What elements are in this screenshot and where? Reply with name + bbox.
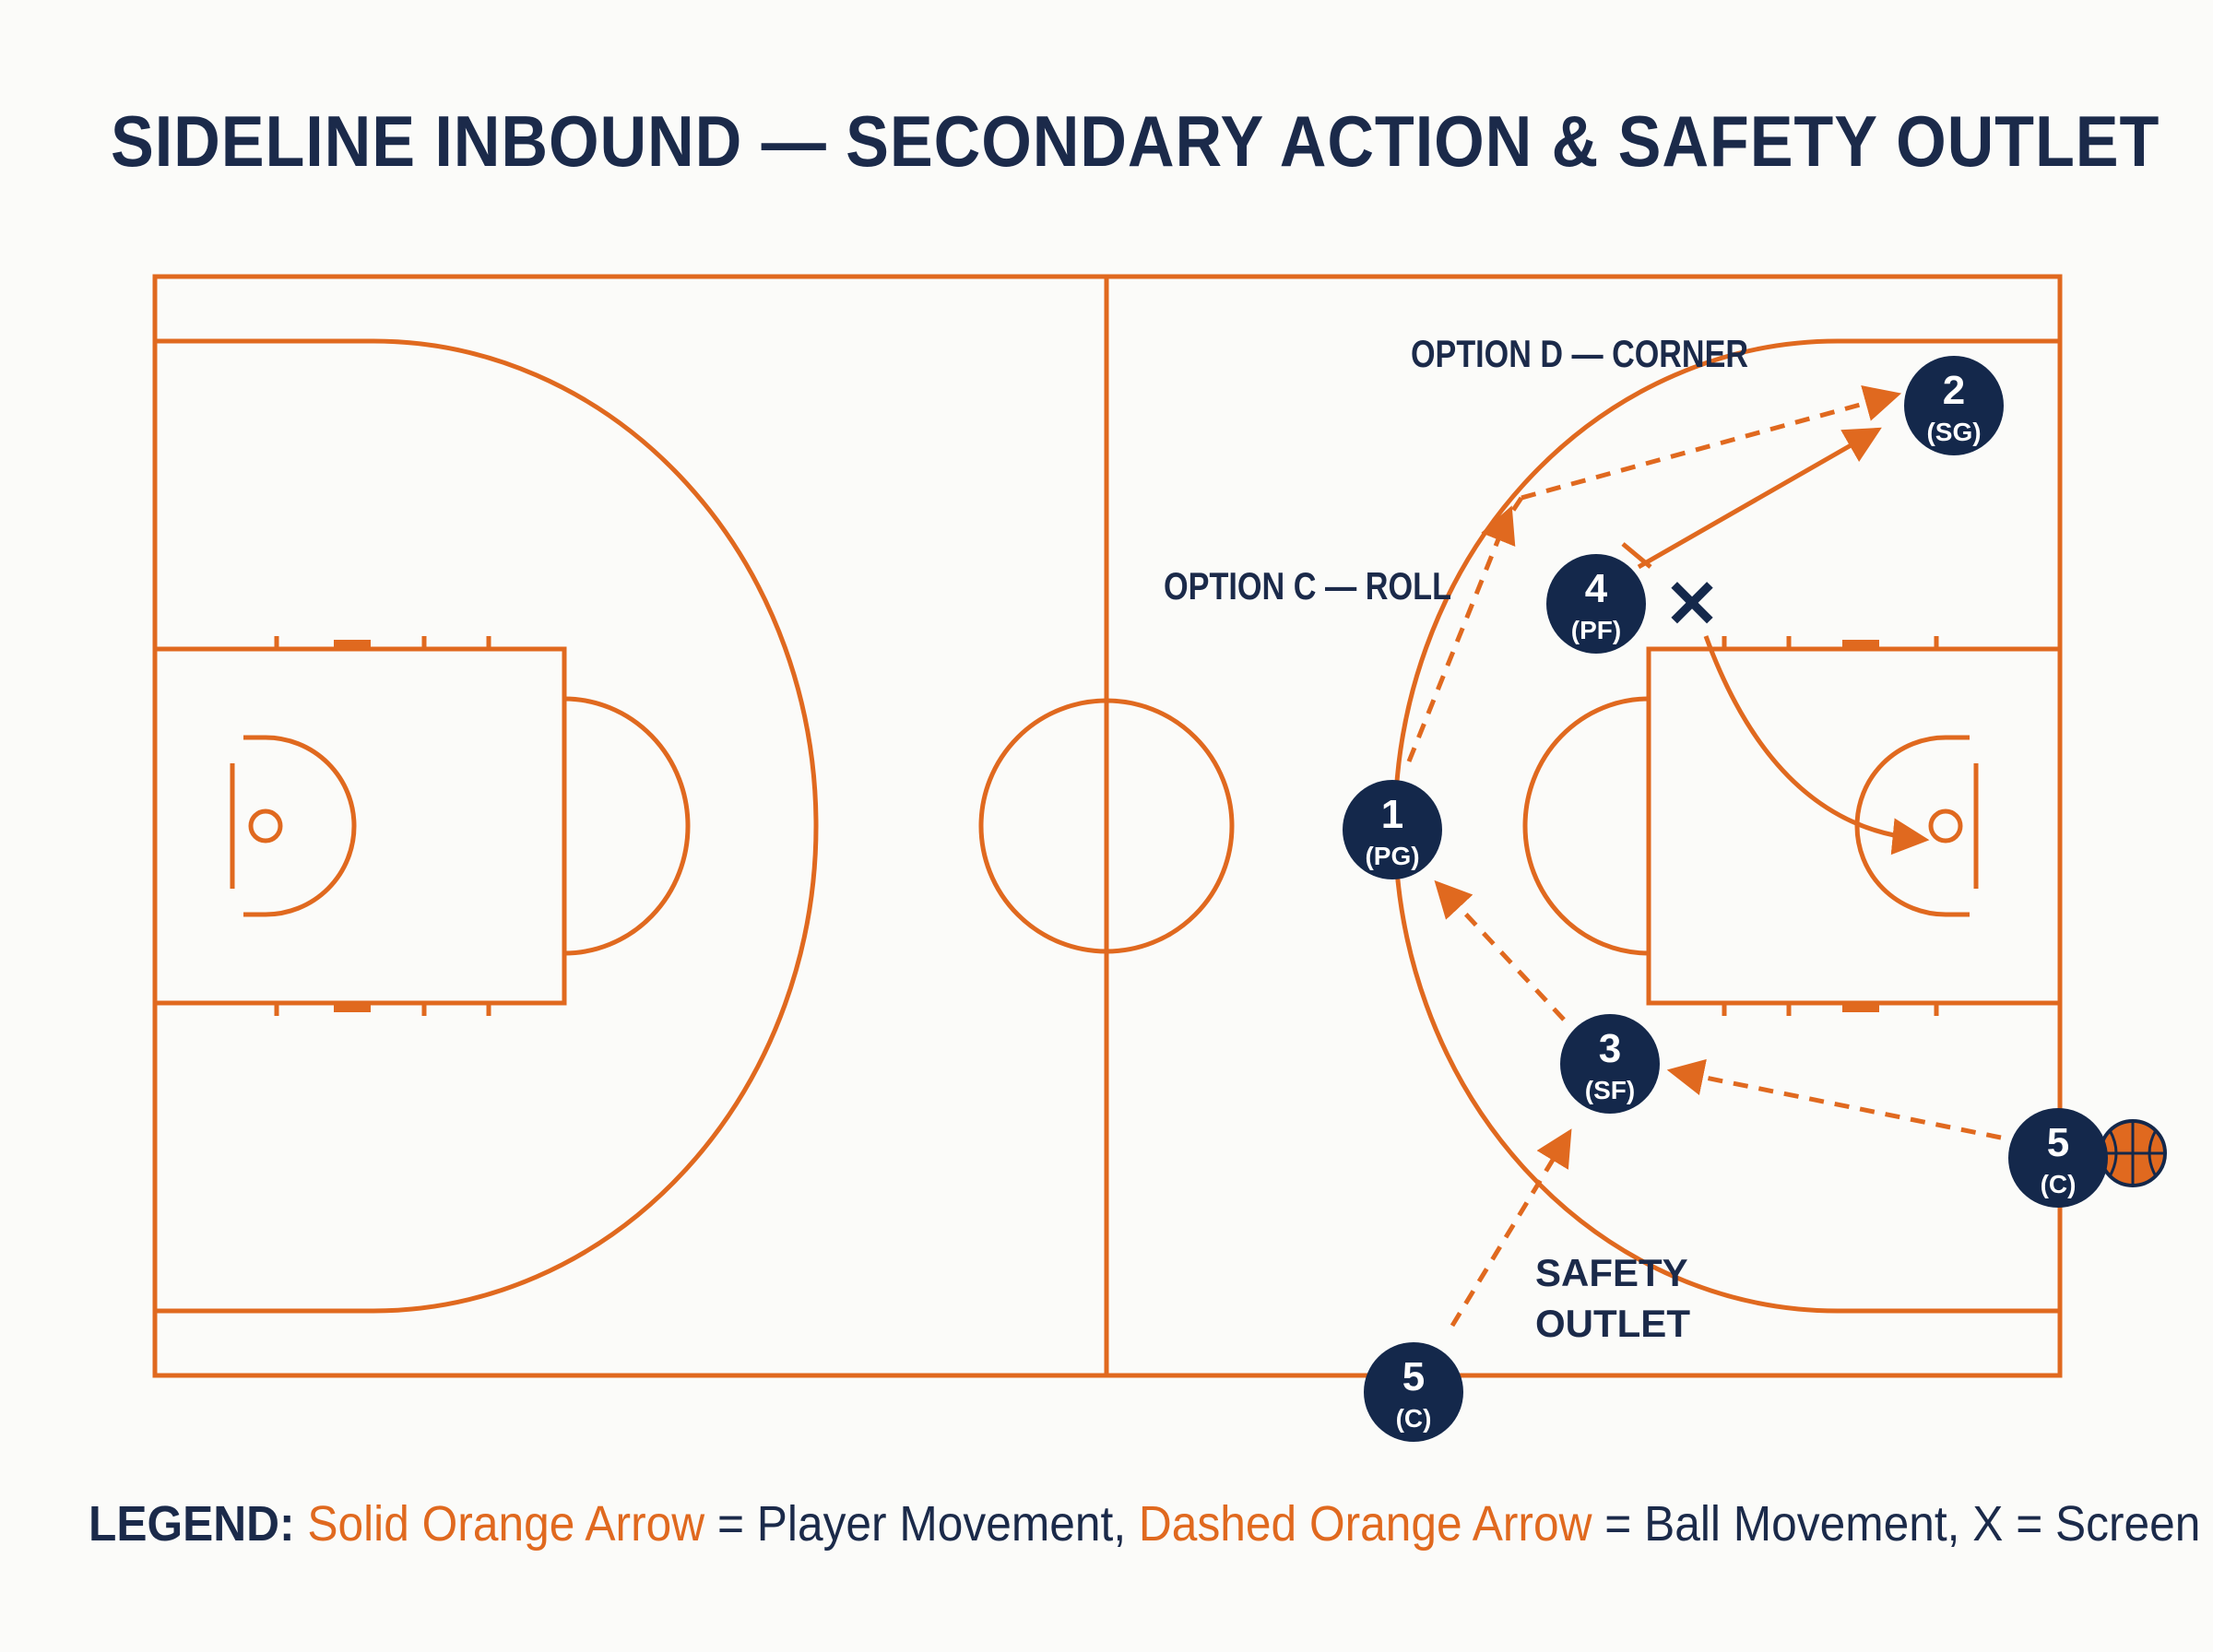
player-position: (PF): [1571, 616, 1621, 644]
legend-dashed-arrow: Dashed Orange Arrow: [1138, 1496, 1592, 1552]
lane-marks-left: [274, 636, 491, 1016]
player-5-safety: 5 (C): [1364, 1342, 1463, 1442]
inbound-pass-to-3: [1666, 1058, 2002, 1140]
legend-solid-meaning: = Player Movement,: [704, 1496, 1139, 1552]
player-position: (SG): [1926, 418, 1981, 446]
page-title: SIDELINE INBOUND — SECONDARY ACTION & SA…: [111, 100, 2160, 182]
player-number: 3: [1599, 1026, 1621, 1071]
option-d-label: OPTION D — CORNER: [1411, 332, 1748, 375]
restricted-arc-left: [243, 735, 357, 917]
pass-option-c-roll: [1406, 505, 1516, 762]
pass-option-d-start: [1509, 496, 1524, 513]
player-1: 1 (PG): [1343, 780, 1442, 879]
option-c-label: OPTION C — ROLL: [1164, 564, 1451, 608]
screen-tick: [1621, 542, 1652, 569]
player-number: 5: [1402, 1354, 1425, 1399]
player-number: 2: [1943, 368, 1965, 413]
player-movement-arrows: [1621, 427, 1930, 856]
player-number: 4: [1585, 566, 1608, 611]
hoop-left: [248, 808, 283, 844]
pass-safety-outlet: [1450, 1128, 1572, 1328]
pass-option-d-corner: [1521, 385, 1902, 501]
basketball-icon: [2099, 1119, 2167, 1187]
legend-title: LEGEND:: [89, 1496, 295, 1552]
paint-left: [152, 646, 567, 1006]
block-marks: [334, 640, 1879, 1012]
player-4: 4 (PF): [1546, 554, 1646, 654]
restricted-arc-right: [1854, 735, 1970, 917]
legend-dashed-meaning: = Ball Movement, X = Screen: [1592, 1496, 2201, 1552]
screen-mark: ✕: [1664, 568, 1720, 642]
player-5-inbounder: 5 (C): [2008, 1108, 2108, 1208]
safety-outlet-label-line2: OUTLET: [1535, 1302, 1690, 1345]
legend: LEGEND: Solid Orange Arrow = Player Move…: [89, 1495, 2200, 1552]
free-throw-circle-left: [563, 696, 691, 956]
player-position: (C): [2041, 1170, 2077, 1198]
center-circle: [978, 698, 1235, 954]
safety-outlet-label-line1: SAFETY: [1535, 1251, 1688, 1294]
player-position: (PG): [1365, 842, 1419, 870]
arrow-4-to-corner: [1637, 427, 1882, 570]
player-position: (SF): [1585, 1076, 1635, 1104]
ball-movement-arrows: [1406, 385, 2002, 1328]
pass-3-to-1: [1434, 879, 1566, 1021]
arrow-4-roll-to-basket: [1703, 635, 1930, 856]
lane-marks-right: [1722, 636, 1939, 1016]
court-lines: [152, 274, 2063, 1378]
free-throw-circle-right: [1522, 696, 1650, 956]
paint-right: [1646, 646, 2063, 1006]
player-2: 2 (SG): [1904, 356, 2004, 455]
player-number: 1: [1381, 792, 1403, 837]
hoop-right: [1928, 808, 1963, 844]
player-position: (C): [1396, 1404, 1432, 1433]
three-point-line-left: [155, 338, 819, 1314]
legend-solid-arrow: Solid Orange Arrow: [307, 1496, 705, 1552]
player-3: 3 (SF): [1560, 1014, 1660, 1114]
player-number: 5: [2047, 1120, 2069, 1165]
